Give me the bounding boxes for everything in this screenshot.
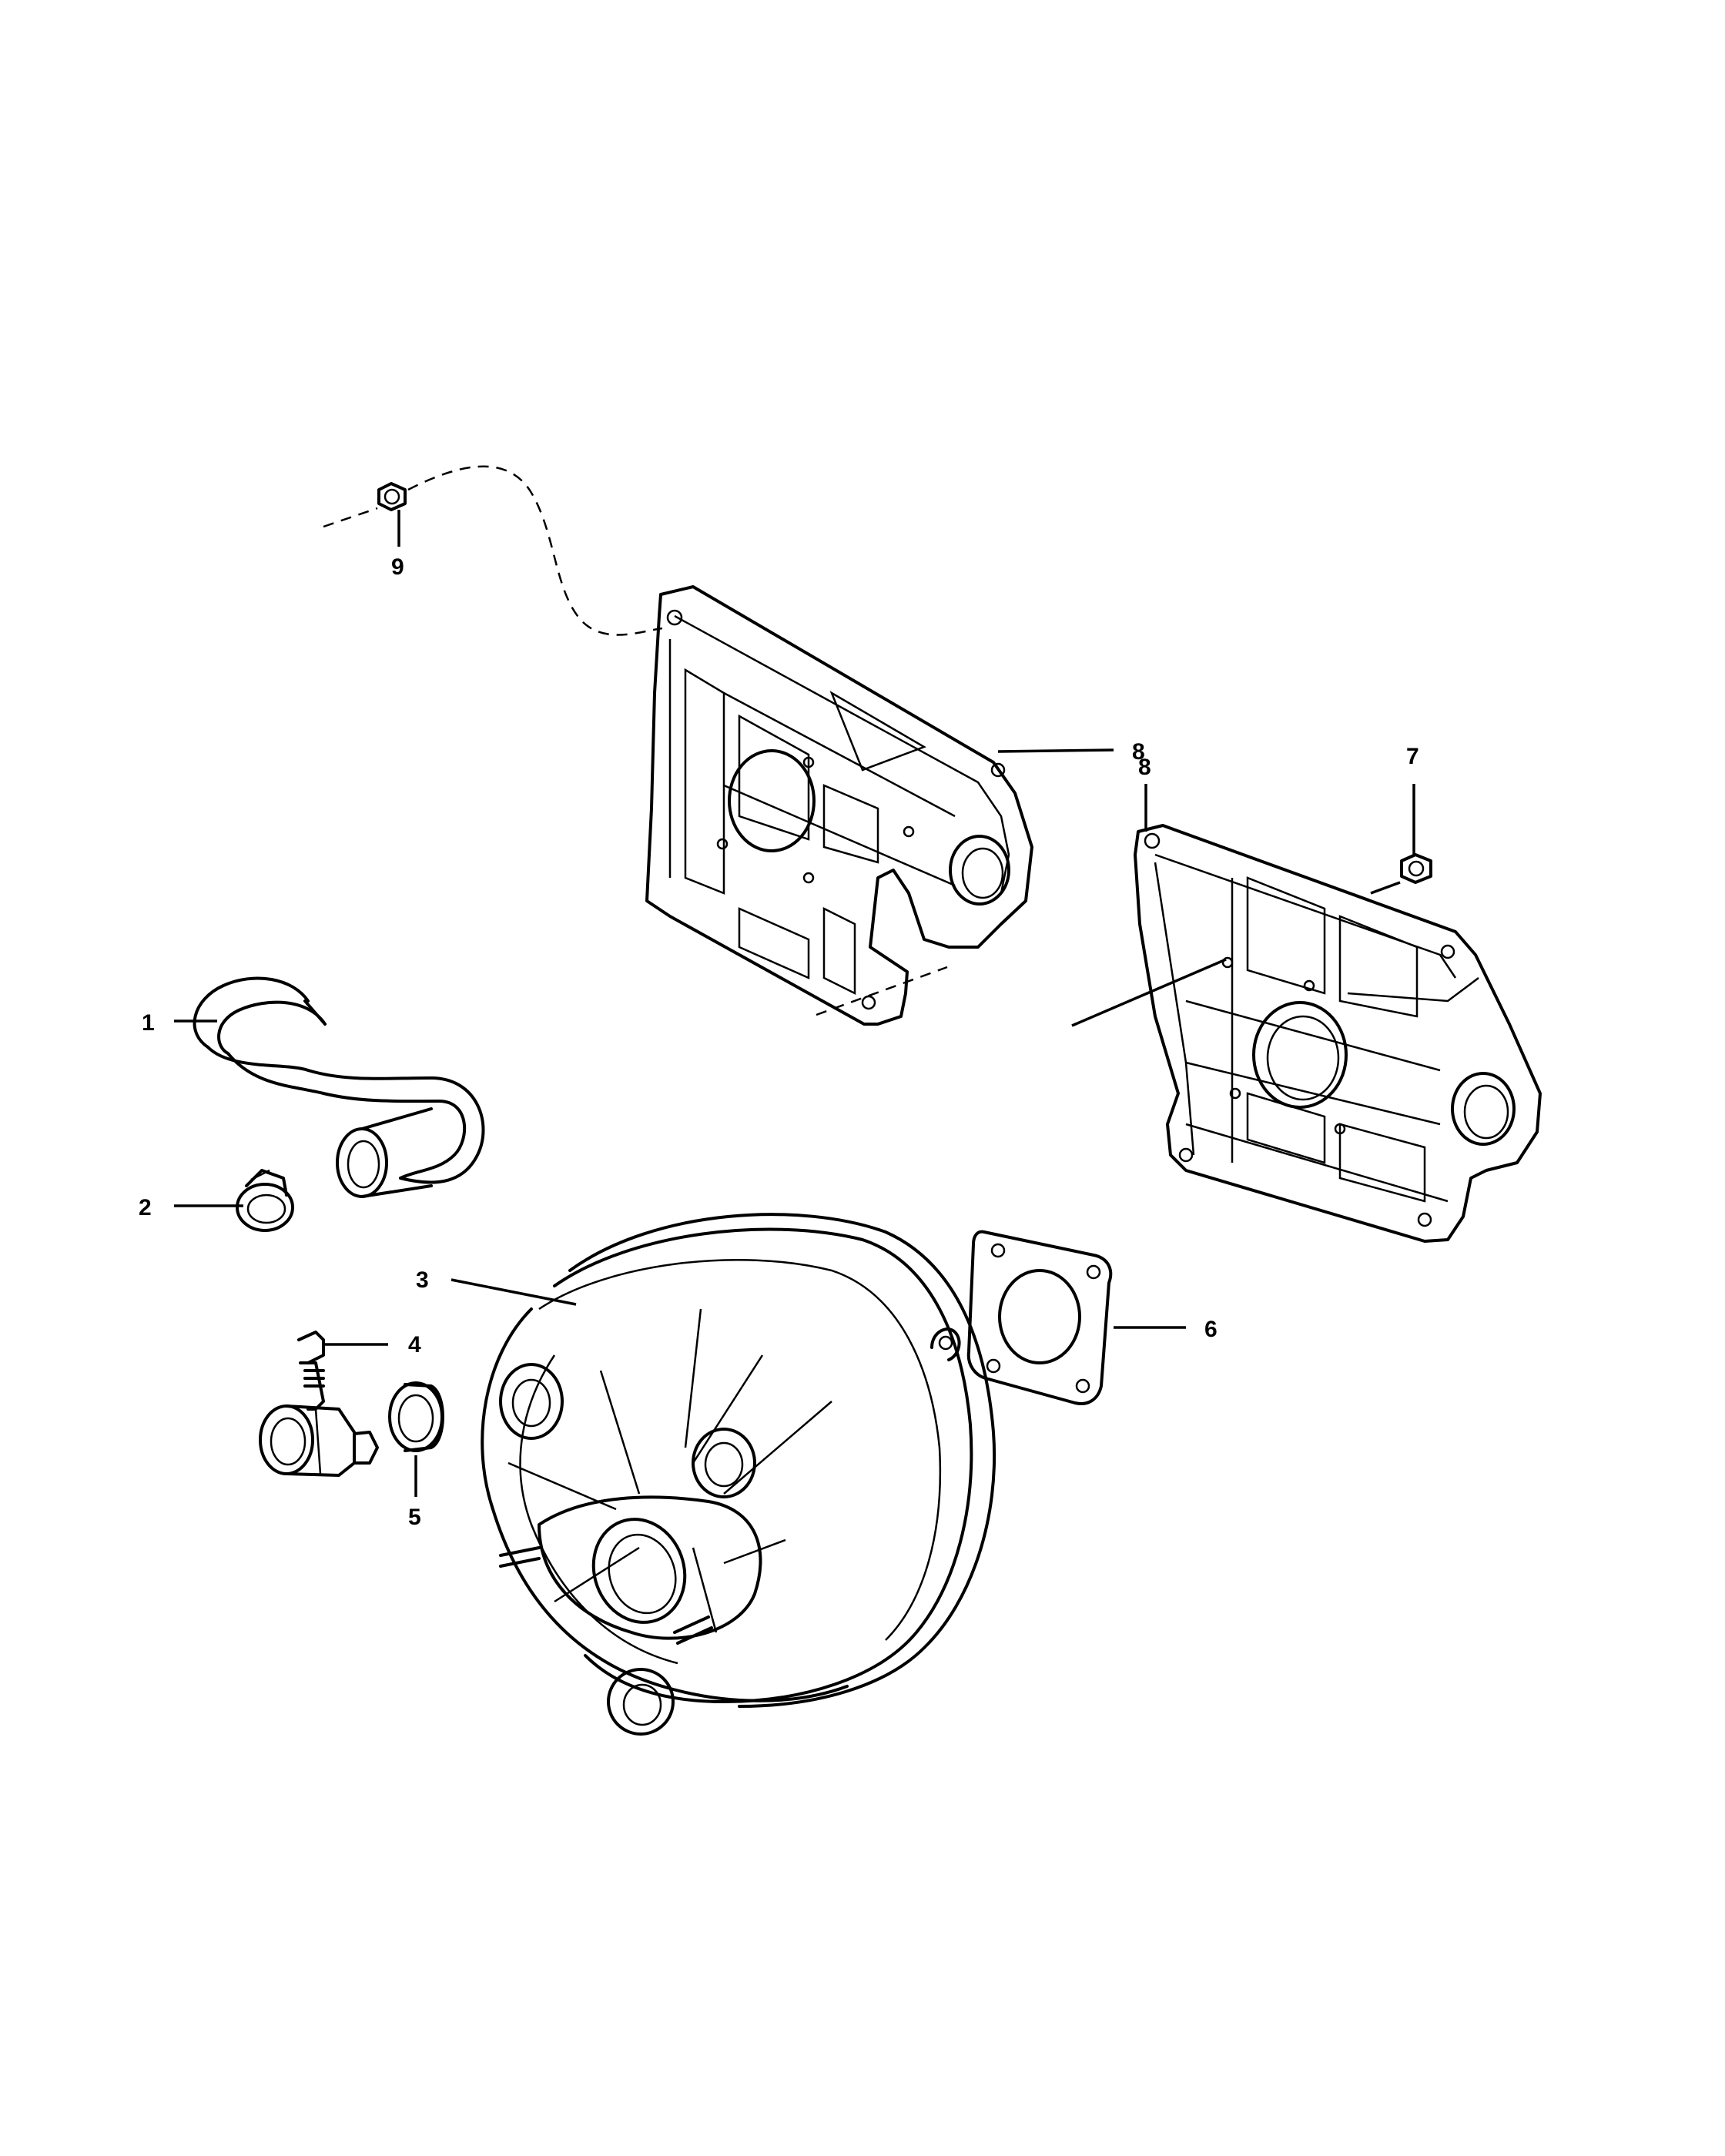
part-7-nut <box>1400 853 1432 884</box>
part-5-grommet <box>388 1381 444 1452</box>
callout-8-upper: 8 <box>1132 739 1145 765</box>
part-3-brake-booster <box>481 1213 996 1736</box>
part-9-nut <box>323 465 663 636</box>
callout-3: 3 <box>416 1267 429 1293</box>
part-6-gasket <box>966 1230 1113 1405</box>
callout-4: 4 <box>408 1332 421 1358</box>
callout-1: 1 <box>142 1010 155 1036</box>
leader-lines <box>174 510 1415 1497</box>
callout-labels: 1 2 3 4 5 6 7 8 8 9 <box>139 554 1419 1530</box>
callout-8-lower: 8 <box>1138 755 1151 780</box>
callout-7: 7 <box>1406 744 1419 769</box>
callout-5: 5 <box>408 1505 421 1530</box>
callout-2: 2 <box>139 1195 152 1220</box>
part-1-vacuum-hose <box>193 976 485 1198</box>
part-8-lower-bracket <box>1134 824 1542 1243</box>
part-8-upper-bracket <box>645 585 1033 1026</box>
callout-6: 6 <box>1204 1317 1218 1342</box>
part-2-clamp <box>236 1169 294 1232</box>
part-4-check-valve <box>259 1331 379 1477</box>
callout-9: 9 <box>391 554 404 580</box>
